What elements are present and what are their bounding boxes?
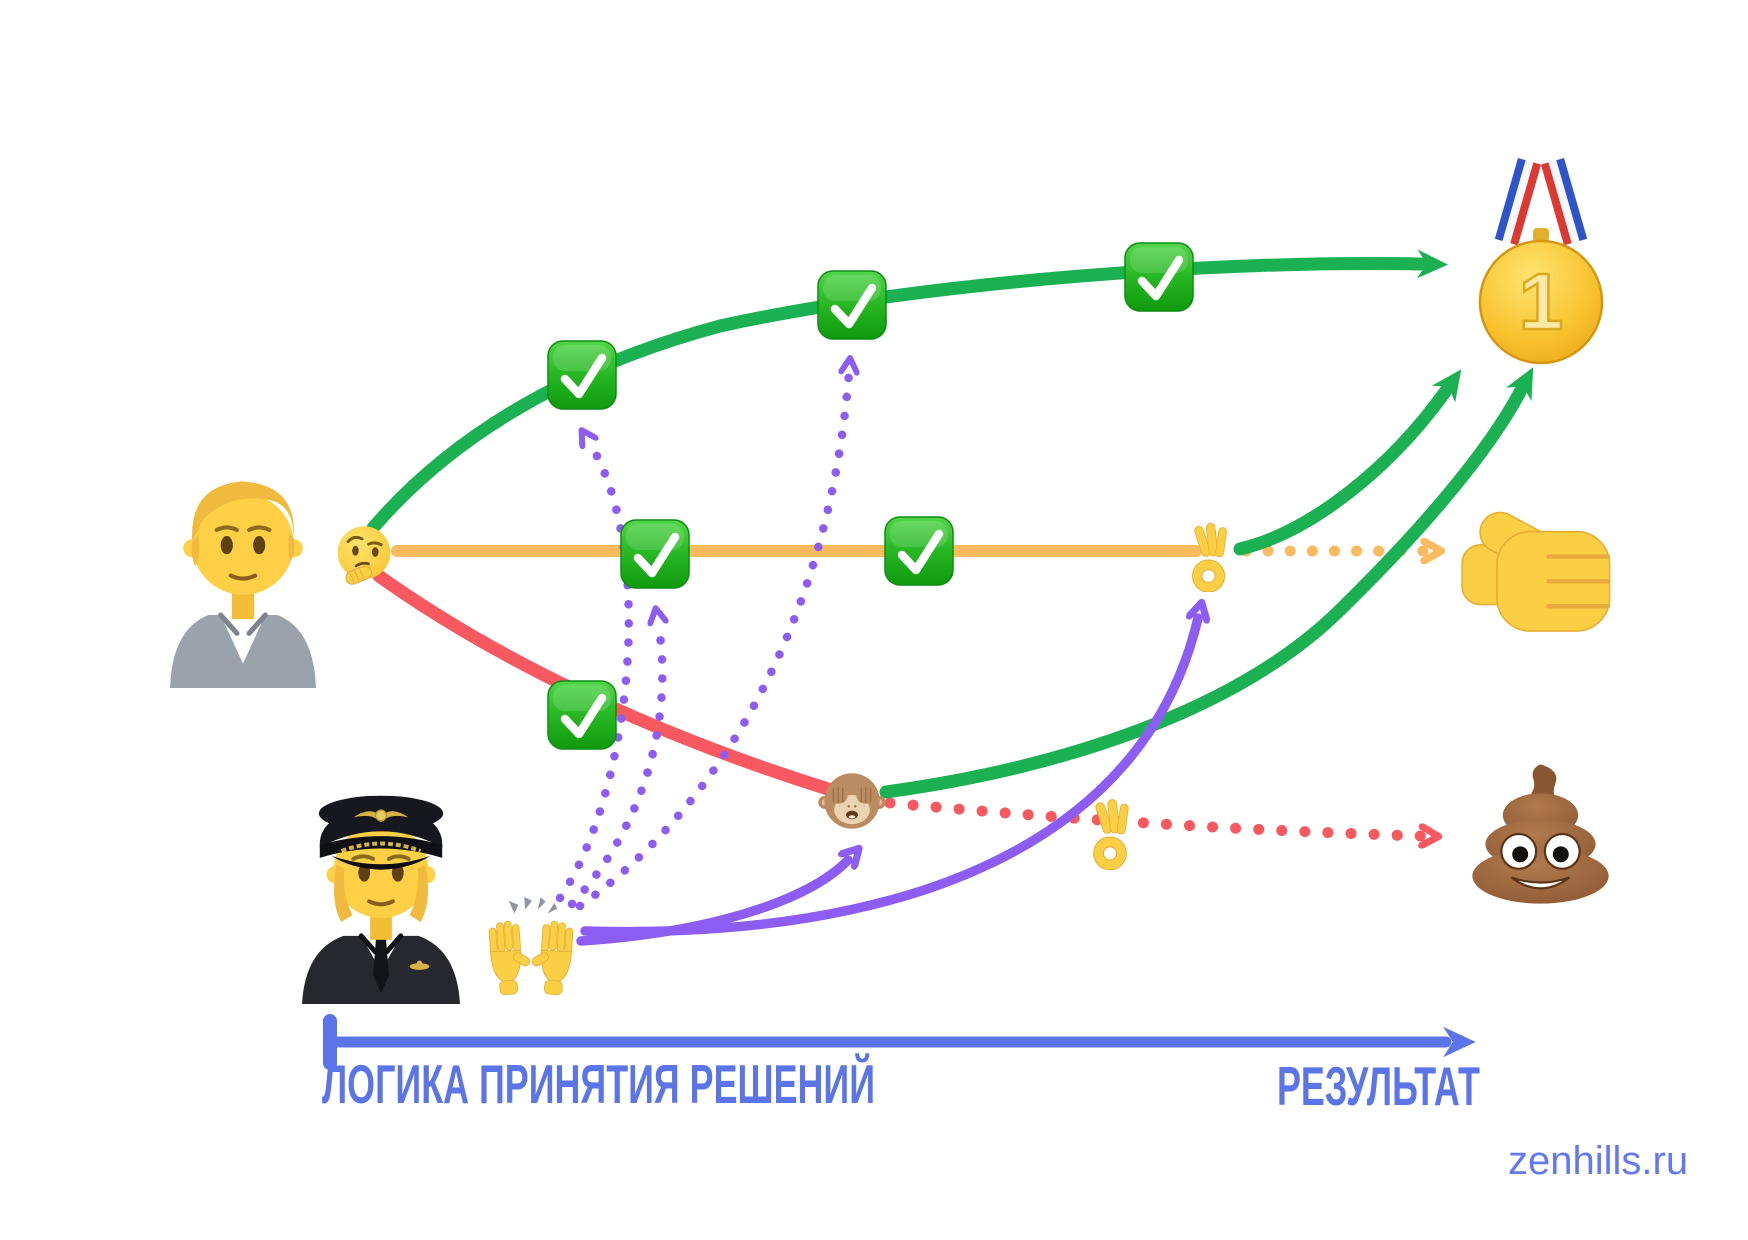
edge-bad-dotted-continuation xyxy=(884,797,1422,836)
edge-luck-to-green-check-2 xyxy=(575,372,849,911)
axis-label-result: РЕЗУЛЬТАТ xyxy=(1277,1055,1480,1117)
pilot-emoji xyxy=(302,795,460,1004)
axis-label-decision-logic: ЛОГИКА ПРИНЯТИЯ РЕШЕНИЙ xyxy=(322,1053,876,1115)
check-mark-red-1 xyxy=(546,679,618,751)
edge-ideal-green-path xyxy=(366,249,1448,535)
edge-luck-to-monkey xyxy=(576,860,848,946)
check-mark-green-1 xyxy=(546,339,618,411)
see-no-evil-monkey-emoji xyxy=(818,773,886,829)
edge-luck-to-orange-check-1 xyxy=(567,622,662,909)
thumbs-up-emoji xyxy=(1461,511,1611,632)
edge-recovery-from-ok-hand xyxy=(1233,369,1462,556)
edge-recovery-from-monkey xyxy=(879,367,1534,799)
raising-hands-emoji xyxy=(488,896,574,996)
ok-hand-upper-emoji xyxy=(1186,522,1238,592)
medal-number: 1 xyxy=(1519,257,1564,346)
ok-hand-lower-emoji xyxy=(1087,798,1140,870)
edge-luck-to-green-check-1 xyxy=(555,442,633,903)
poop-emoji xyxy=(1472,764,1609,904)
check-mark-green-2 xyxy=(816,269,888,341)
thinking-face-emoji xyxy=(337,526,391,585)
office-worker-emoji xyxy=(170,481,316,688)
edge-luck-to-ok-hand xyxy=(580,618,1198,937)
gold-medal-emoji: 1 xyxy=(1478,158,1604,365)
watermark-link: zenhills.ru xyxy=(1508,1139,1689,1183)
check-mark-orange-2 xyxy=(883,515,955,587)
check-mark-green-3 xyxy=(1123,241,1195,313)
check-mark-orange-1 xyxy=(619,518,691,590)
